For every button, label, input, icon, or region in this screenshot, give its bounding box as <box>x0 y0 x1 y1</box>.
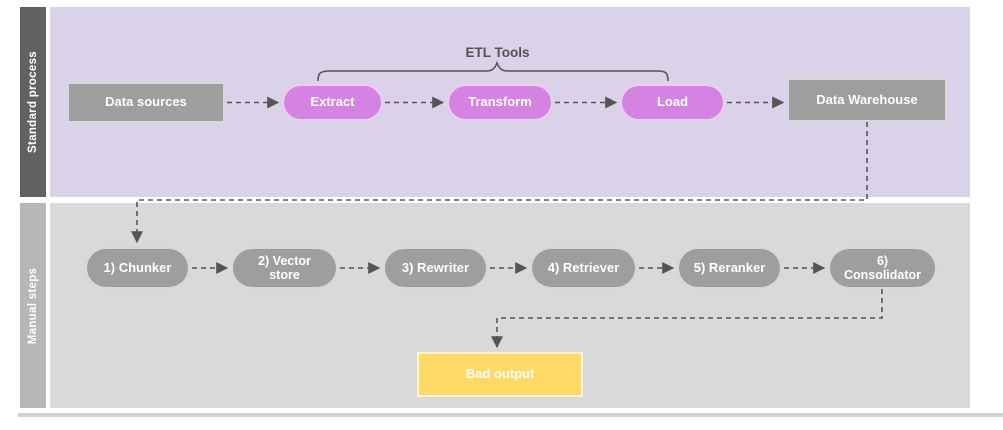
node-extract: Extract <box>282 84 383 121</box>
lane-header-manual-steps: Manual steps <box>20 203 46 408</box>
node-data-sources: Data sources <box>67 82 225 123</box>
node-load: Load <box>620 84 725 121</box>
node-transform: Transform <box>447 84 553 121</box>
lane-header-standard-process: Standard process <box>20 7 46 197</box>
node-retriever: 4) Retriever <box>530 247 637 289</box>
node-data-warehouse: Data Warehouse <box>787 78 947 122</box>
node-reranker: 5) Reranker <box>677 247 782 289</box>
etl-tools-label: ETL Tools <box>465 45 530 60</box>
lane-label-standard-process: Standard process <box>27 51 39 153</box>
node-vector-store: 2) Vector store <box>231 247 338 289</box>
node-chunker: 1) Chunker <box>85 247 190 289</box>
lane-label-manual-steps: Manual steps <box>27 267 39 344</box>
node-rewriter: 3) Rewriter <box>383 247 488 289</box>
node-consolidator: 6) Consolidator <box>828 247 937 289</box>
page-separator-line <box>18 413 1003 417</box>
node-bad-output: Bad output <box>417 352 583 397</box>
